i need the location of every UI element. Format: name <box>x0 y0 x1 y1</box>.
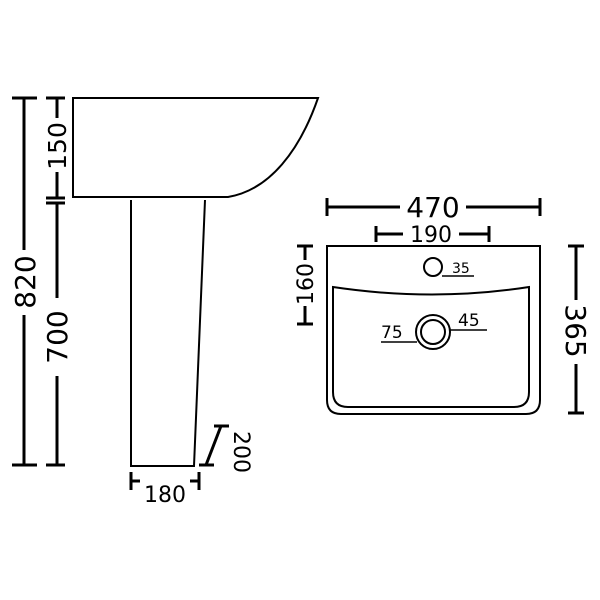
label-overall-width: 470 <box>406 191 459 224</box>
bowl-inner-outline <box>332 285 530 408</box>
label-tap-to-bowl: 160 <box>294 263 319 305</box>
top-view <box>326 245 541 415</box>
tap-hole <box>423 257 443 277</box>
side-view <box>72 97 320 467</box>
basin-top-outline <box>326 245 541 415</box>
label-tap-hole: 35 <box>452 261 470 277</box>
dim-line-pedestal-depth <box>204 425 223 466</box>
waste-inner-ring <box>420 319 446 345</box>
label-tap-spacing: 190 <box>410 223 452 248</box>
label-pedestal-depth: 200 <box>228 431 253 473</box>
label-pedestal-width: 180 <box>144 483 186 508</box>
label-basin-depth: 150 <box>43 122 72 170</box>
label-total-height: 820 <box>9 255 42 308</box>
label-overall-depth: 365 <box>559 304 592 357</box>
pedestal-side-outline <box>130 199 206 467</box>
basin-side-outline <box>72 97 320 198</box>
label-pedestal-height: 700 <box>41 310 74 363</box>
label-waste-inner: 45 <box>458 311 480 331</box>
waste-outer-ring <box>415 314 451 350</box>
top-leaders <box>381 275 487 343</box>
label-waste-outer: 75 <box>381 323 403 343</box>
